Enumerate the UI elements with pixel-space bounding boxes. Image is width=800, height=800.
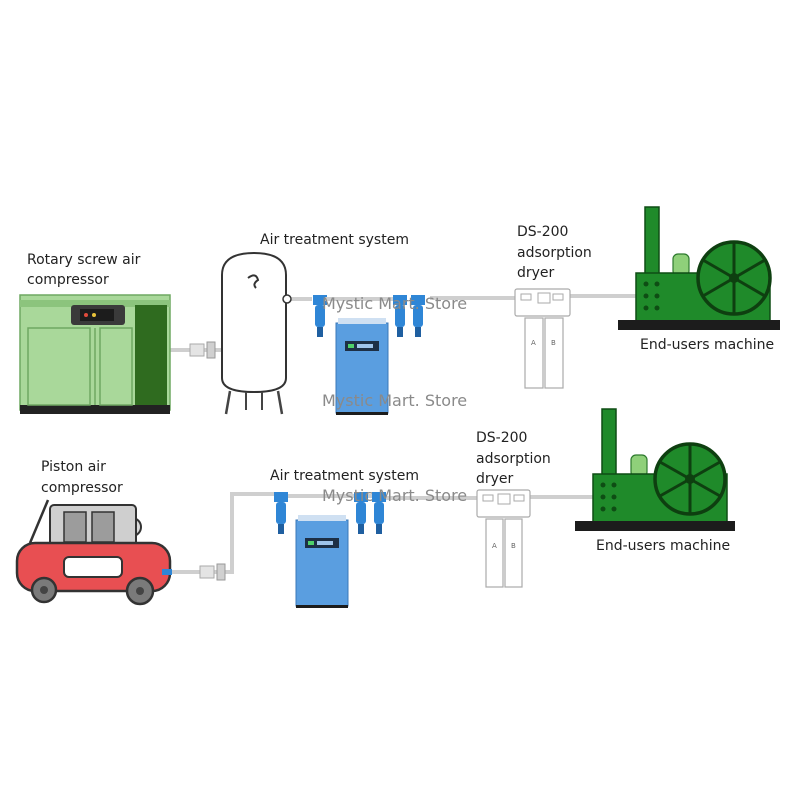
air-treatment-label-row-2: Air treatment system xyxy=(270,468,419,484)
filter-icon xyxy=(372,492,386,534)
watermarks: Mystic Mart. Store Mystic Mart. Store My… xyxy=(322,294,467,505)
valve-icon xyxy=(199,563,226,581)
dryer-column-label: B xyxy=(511,542,516,550)
filter-icon xyxy=(274,492,288,534)
dryer-column-label: B xyxy=(551,339,556,347)
watermark-text: Mystic Mart. Store xyxy=(322,391,467,410)
machine-label-row-1: End-users machine xyxy=(640,337,774,353)
machine-label-row-2: End-users machine xyxy=(596,538,730,554)
air-receiver-tank xyxy=(221,251,292,415)
flywheel-icon xyxy=(653,442,727,516)
flywheel-icon xyxy=(696,240,772,316)
rotary-screw-compressor xyxy=(19,294,171,414)
end-user-machine-row-2 xyxy=(575,408,735,531)
watermark-text: Mystic Mart. Store xyxy=(322,294,467,313)
dryer-label-line: DS-200 xyxy=(476,430,527,446)
dryer-label-line: DS-200 xyxy=(517,224,568,240)
dryer-label-line: adsorption xyxy=(517,245,592,261)
compressor-label-line: compressor xyxy=(27,272,109,288)
filter-icon xyxy=(411,295,425,337)
refrigerated-dryer-unit xyxy=(295,515,349,608)
refrigerated-dryer-unit xyxy=(335,318,389,415)
row-2-piston-system: Piston air compressor xyxy=(15,408,735,608)
dryer-label-row-2: DS-200 adsorption dryer xyxy=(476,430,555,487)
filter-icon xyxy=(354,492,368,534)
filter-icon xyxy=(313,295,327,337)
air-treatment-label-row-1: Air treatment system xyxy=(260,232,409,248)
compressor-label-line: Rotary screw air xyxy=(27,252,141,268)
row-1-rotary-screw-system: Rotary screw air compressor xyxy=(19,206,780,415)
compressor-label-line: compressor xyxy=(41,480,123,496)
dryer-label-line: adsorption xyxy=(476,451,551,467)
dryer-label-line: dryer xyxy=(517,265,555,281)
compressor-label-row-1: Rotary screw air compressor xyxy=(27,252,145,288)
end-user-machine-row-1 xyxy=(618,206,780,330)
adsorption-dryer-row-1: A B xyxy=(514,288,571,389)
dryer-column-label: A xyxy=(531,339,536,347)
valve-icon xyxy=(189,341,216,359)
watermark-text: Mystic Mart. Store xyxy=(322,486,467,505)
air-treatment-system-row-1 xyxy=(313,295,425,415)
compressor-label-row-2: Piston air compressor xyxy=(41,459,123,496)
air-treatment-system-row-2 xyxy=(274,492,386,608)
dryer-label-row-1: DS-200 adsorption dryer xyxy=(517,224,596,281)
piston-compressor xyxy=(15,499,172,606)
adsorption-dryer-row-2: A B xyxy=(476,489,531,588)
compressor-label-line: Piston air xyxy=(41,459,106,475)
dryer-column-label: A xyxy=(492,542,497,550)
dryer-label-line: dryer xyxy=(476,471,514,487)
filter-icon xyxy=(393,295,407,337)
